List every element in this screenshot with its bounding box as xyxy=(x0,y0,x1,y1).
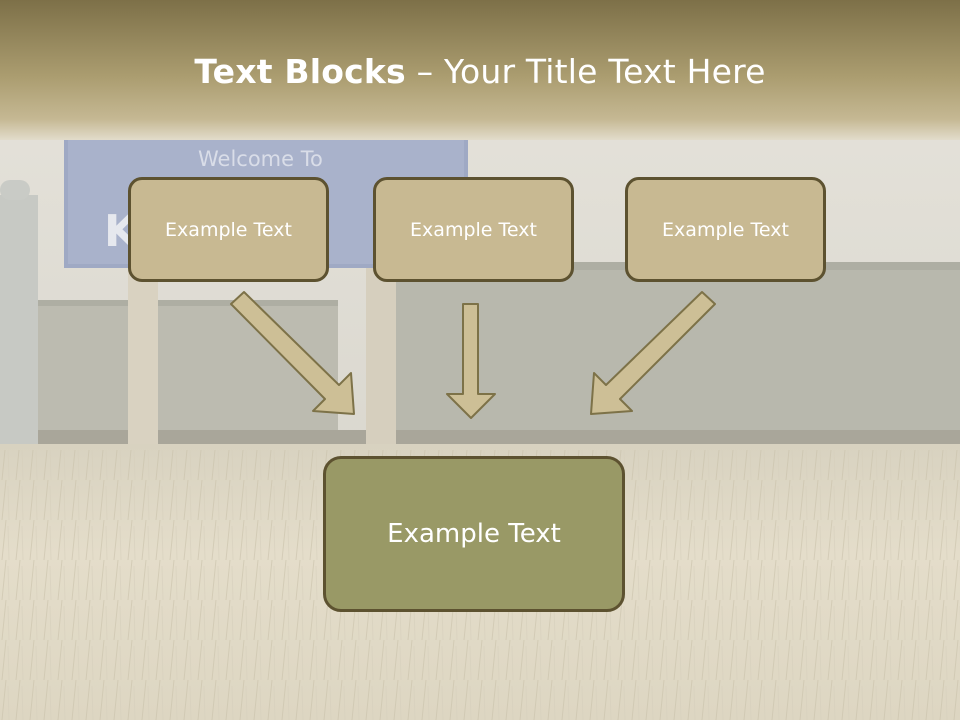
slide-title: Text Blocks – Your Title Text Here xyxy=(0,52,960,91)
text-box-bottom-label: Example Text xyxy=(387,519,561,549)
text-box-bottom[interactable]: Example Text xyxy=(323,456,625,612)
text-box-center[interactable]: Example Text xyxy=(373,177,574,282)
text-box-right-label: Example Text xyxy=(662,218,789,241)
title-bold: Text Blocks xyxy=(194,52,406,91)
arrow-right-diagonal xyxy=(590,291,716,415)
text-box-left[interactable]: Example Text xyxy=(128,177,329,282)
text-box-right[interactable]: Example Text xyxy=(625,177,826,282)
arrow-left-diagonal xyxy=(230,291,355,415)
arrow-center-down xyxy=(446,303,496,419)
text-box-left-label: Example Text xyxy=(165,218,292,241)
title-separator: – xyxy=(405,52,444,91)
title-rest: Your Title Text Here xyxy=(443,52,766,91)
text-box-center-label: Example Text xyxy=(410,218,537,241)
sign-welcome-text: Welcome To xyxy=(198,147,323,171)
